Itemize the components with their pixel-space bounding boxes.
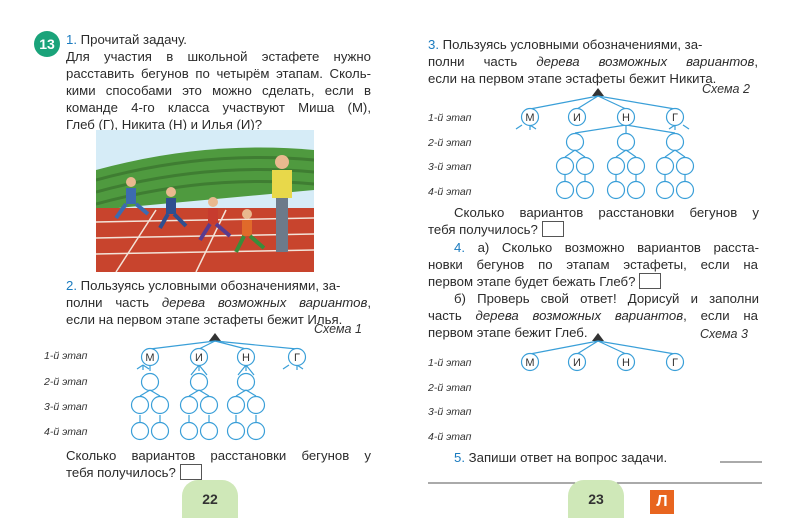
node-label-g: Г bbox=[294, 352, 300, 364]
schema-3-tree: М И Н Г bbox=[428, 333, 762, 484]
stage-label-4: 4-й этап bbox=[44, 426, 88, 438]
task2-line-3: если на первом этапе эстафеты бежит Илья… bbox=[66, 312, 343, 327]
publisher-logo: Л bbox=[650, 490, 674, 514]
s2-node-label-m: М bbox=[525, 112, 534, 124]
s2-node-label-i: И bbox=[573, 112, 581, 124]
stage-label-1: 1-й этап bbox=[44, 350, 88, 362]
task4b-line-3: первом этапе бежит Глеб. bbox=[428, 325, 588, 340]
task4a-line-1: 4. а) Сколько возможно вариантов расста- bbox=[454, 240, 759, 255]
page-number-right: 23 bbox=[568, 480, 624, 518]
stage-3-label-3: 3-й этап bbox=[428, 406, 472, 418]
stage-2-label-1: 1-й этап bbox=[428, 112, 472, 124]
schema-2-label: Схема 2 bbox=[702, 82, 750, 96]
node-g bbox=[287, 347, 307, 367]
schema-1-tree: М И Н Г bbox=[130, 333, 307, 441]
task3-line-2: полни часть дерева возможных вариантов, bbox=[428, 54, 759, 69]
task4b-line-1: б) Проверь свой ответ! Дорисуй и заполни bbox=[454, 291, 759, 306]
stage-3-label-2: 2-й этап bbox=[428, 382, 472, 394]
stage-label-2: 2-й этап bbox=[44, 376, 88, 388]
schema-1-label: Схема 1 bbox=[314, 322, 362, 336]
s3-node-label-g: Г bbox=[672, 357, 678, 369]
answer-box-4a[interactable] bbox=[639, 273, 662, 289]
s2-node-label-g: Г bbox=[672, 112, 678, 124]
node-label-i: И bbox=[195, 352, 203, 364]
node-label-n: Н bbox=[242, 352, 250, 364]
task1-line-2: расставить бегунов по четырём этапам. Ск… bbox=[66, 66, 371, 81]
stage-label-3: 3-й этап bbox=[44, 401, 88, 413]
relay-race-illustration bbox=[96, 130, 314, 272]
task3-line-1: 3. Пользуясь условными обозначениями, за… bbox=[428, 37, 703, 52]
schema-3-label: Схема 3 bbox=[700, 327, 748, 341]
node-i bbox=[189, 347, 209, 367]
answer-box-1[interactable] bbox=[179, 464, 202, 480]
question-1-line-2: тебя получилось? bbox=[66, 464, 371, 481]
question-3-line-2: тебя получилось? bbox=[428, 221, 758, 238]
answer-box-3[interactable] bbox=[541, 221, 564, 237]
page-number-left: 22 bbox=[182, 480, 238, 518]
question-1-line-1: Сколько вариантов расстановки бегунов у bbox=[66, 448, 371, 463]
s3-node-label-m: М bbox=[525, 357, 534, 369]
task1-line-1: Для участия в школьной эстафете нужно bbox=[66, 49, 371, 64]
task4a-line-2: новки бегунов по этапам эстафеты, если н… bbox=[428, 257, 758, 272]
task2-line-1: 2. Пользуясь условными обозначениями, за… bbox=[66, 278, 341, 293]
s3-node-label-n: Н bbox=[622, 357, 630, 369]
task1-line-4: команде 4-го класса участвуют Миша (М), bbox=[66, 100, 371, 115]
s3-node-label-i: И bbox=[573, 357, 581, 369]
task2-line-2: полни часть дерева возможных вариантов, bbox=[66, 295, 372, 310]
illustration-drawing bbox=[96, 130, 314, 272]
node-label-m: М bbox=[145, 352, 154, 364]
left-page: 13 1. Прочитай задачу. Для участия в шко… bbox=[34, 31, 372, 518]
task1-title: 1. Прочитай задачу. bbox=[66, 32, 187, 47]
task5-line: 5. Запиши ответ на вопрос задачи. bbox=[454, 450, 668, 465]
s2-node-label-n: Н bbox=[622, 112, 630, 124]
problem-number-badge: 13 bbox=[34, 31, 60, 57]
task1-line-5: Глеб (Г), Никита (Н) и Илья (И)? bbox=[66, 117, 263, 132]
stage-2-label-3: 3-й этап bbox=[428, 161, 472, 173]
question-3-line-1: Сколько вариантов расстановки бегунов у bbox=[454, 205, 759, 220]
task1-line-3: кими способами это можно сделать, если в bbox=[66, 83, 371, 98]
task4b-line-2: часть дерева возможных вариантов, если н… bbox=[428, 308, 758, 323]
stage-3-label-4: 4-й этап bbox=[428, 431, 472, 443]
node-m bbox=[140, 347, 160, 367]
task4a-line-3: первом этапе будет бежать Глеб? bbox=[428, 273, 758, 290]
stage-2-label-4: 4-й этап bbox=[428, 186, 472, 198]
right-page: 3. Пользуясь условными обозначениями, за… bbox=[400, 0, 800, 524]
stage-3-label-1: 1-й этап bbox=[428, 357, 472, 369]
node-n bbox=[236, 347, 256, 367]
task3-line-3: если на первом этапе эстафеты бежит Ники… bbox=[428, 71, 717, 86]
stage-2-label-2: 2-й этап bbox=[428, 137, 472, 149]
schema-2-tree: М И Н Г bbox=[515, 88, 695, 200]
